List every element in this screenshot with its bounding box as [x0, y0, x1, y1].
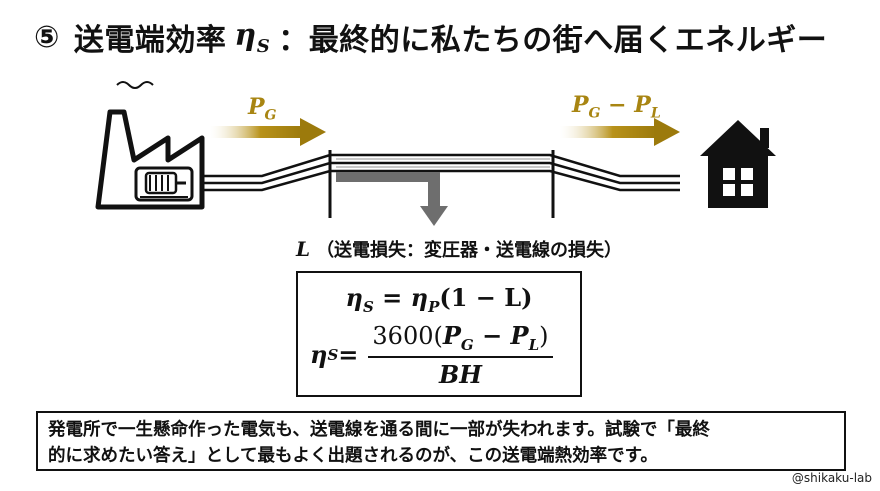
- transmission-lines: [202, 150, 680, 218]
- input-power-arrow: [210, 118, 326, 146]
- f1-equals: =: [373, 283, 411, 312]
- f2-numerator: 3600(PG − PL): [368, 321, 553, 358]
- f2-equals: =: [338, 340, 359, 370]
- credit-label: @shikaku-lab: [791, 471, 872, 485]
- f2-pl: P: [510, 321, 529, 350]
- output-power-arrow: [560, 118, 680, 146]
- page-title: ⑤ 送電端効率 ηS ：最終的に私たちの街へ届くエネルギー: [34, 12, 827, 62]
- description-line2: 的に求めたい答え」として最もよく出題されるのが、この送電端熱効率です。: [48, 446, 658, 466]
- input-power-label: PG: [248, 94, 277, 123]
- f2-pg: P: [442, 321, 461, 350]
- f1-eta-s: η: [345, 283, 363, 312]
- output-power-subscript2: L: [650, 105, 661, 122]
- title-eta: ηS: [234, 18, 270, 57]
- f2-pl-sub: L: [528, 335, 540, 354]
- output-power-minus: −: [600, 92, 635, 118]
- f2-fraction: 3600(PG − PL) BH: [368, 321, 553, 389]
- output-power-subscript1: G: [588, 105, 601, 122]
- f1-eta-s-sub: S: [362, 297, 374, 316]
- description-box: 発電所で一生懸命作った電気も、送電線を通る間に一部が失われます。試験で「最終 的…: [36, 411, 846, 471]
- generator-icon: [134, 166, 194, 202]
- f2-eta-s-sub: S: [327, 345, 339, 364]
- input-power-subscript: G: [264, 107, 277, 124]
- title-eta-subscript: S: [256, 35, 271, 57]
- house-icon: [700, 120, 776, 208]
- f2-open: (: [433, 322, 443, 350]
- loss-caption: L（送電損失：変圧器・送電線の損失）: [296, 236, 622, 262]
- loss-text: （送電損失：変圧器・送電線の損失）: [316, 240, 623, 261]
- f1-rest: (1 − L): [439, 283, 533, 312]
- loss-symbol: L: [296, 237, 311, 261]
- input-power-symbol: P: [248, 94, 265, 120]
- f2-const: 3600: [372, 322, 434, 350]
- f2-pg-sub: G: [460, 335, 474, 354]
- f2-denominator: BH: [438, 359, 482, 389]
- loss-arrow: [336, 172, 448, 226]
- f2-close: ): [539, 322, 549, 350]
- description-line1: 発電所で一生懸命作った電気も、送電線を通る間に一部が失われます。試験で「最終: [48, 420, 710, 440]
- output-power-symbol2: P: [634, 92, 651, 118]
- f2-minus: −: [473, 321, 511, 350]
- f2-eta-s: η: [310, 340, 328, 370]
- output-power-label: PG − PL: [572, 92, 661, 121]
- output-power-symbol: P: [572, 92, 589, 118]
- title-eta-symbol: η: [234, 17, 257, 53]
- title-suffix: ：最終的に私たちの街へ届くエネルギー: [278, 23, 828, 58]
- f1-eta-p-sub: P: [428, 297, 440, 316]
- formula-line1: ηS = ηP(1 − L): [298, 283, 580, 316]
- title-number: ⑤: [34, 19, 60, 55]
- f1-eta-p: η: [410, 283, 429, 312]
- title-prefix: 送電端効率: [73, 23, 227, 58]
